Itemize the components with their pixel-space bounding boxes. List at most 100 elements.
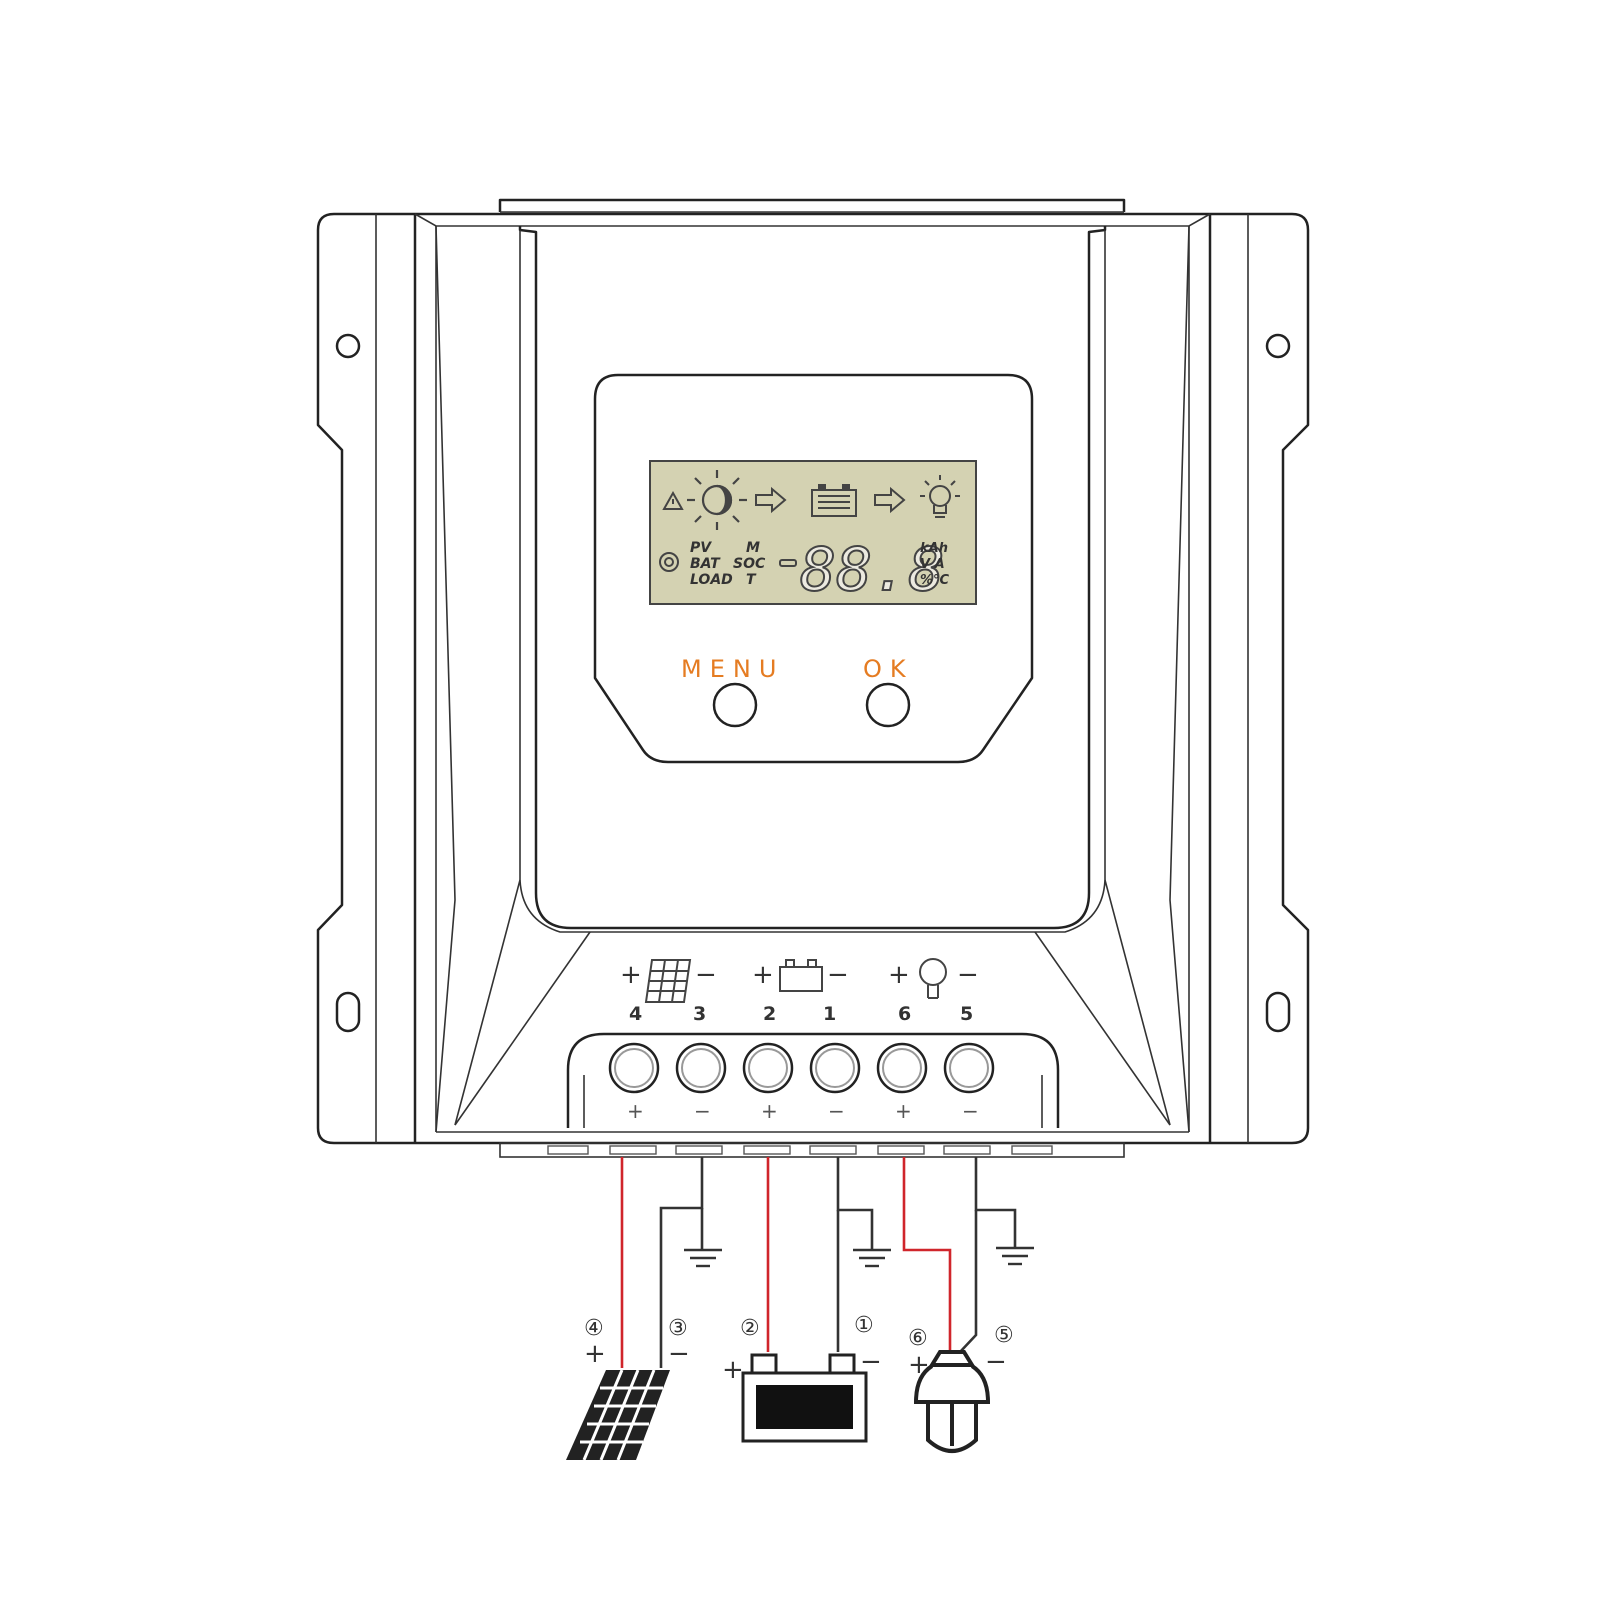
wiring (620, 1157, 1017, 1368)
svg-text:+: + (752, 960, 774, 990)
solar-plus-number: ④ (584, 1316, 604, 1341)
lcd-sub-soc: SOC (733, 556, 766, 572)
lamp-plus-number: ⑥ (908, 1326, 928, 1351)
terminal-polarity-mark: − (828, 1099, 845, 1123)
terminal-screw-3[interactable] (742, 1042, 794, 1094)
lcd-sub-m: M (746, 540, 760, 556)
svg-text:6: 6 (898, 1003, 911, 1025)
solar-panel-icon (566, 1369, 670, 1461)
terminal-screw-6[interactable] (943, 1042, 995, 1094)
svg-text:4: 4 (629, 1003, 642, 1025)
battery-minus-sign: − (860, 1347, 882, 1377)
terminal-screw-4[interactable] (809, 1042, 861, 1094)
lamp-icon (913, 1350, 991, 1453)
terminal-polarity-mark: + (895, 1099, 912, 1123)
solar-panel-icon (644, 959, 692, 1003)
rail-slot (675, 1145, 723, 1155)
menu-button[interactable] (712, 682, 758, 728)
terminal-polarity-mark: − (694, 1099, 711, 1123)
terminal-screw-ring (748, 1048, 788, 1088)
lcd-reading: 88.8 (800, 535, 945, 605)
rail-slot (609, 1145, 657, 1155)
right-mounting-flange (1210, 212, 1310, 1145)
svg-text:−: − (957, 960, 979, 990)
ok-button-label: OK (863, 655, 914, 683)
top-rail (498, 198, 1126, 212)
terminal-polarity-mark: + (761, 1099, 778, 1123)
terminal-screw-ring (949, 1048, 989, 1088)
battery-icon (741, 1353, 868, 1443)
terminal-screw-ring (815, 1048, 855, 1088)
battery-minus-number: ① (854, 1313, 874, 1338)
battery-plus-sign: + (722, 1355, 744, 1385)
svg-text:+: + (888, 960, 910, 990)
menu-button-label: MENU (681, 655, 784, 683)
rail-slot (877, 1145, 925, 1155)
lcd-mode-load: LOAD (690, 572, 733, 588)
terminal-polarity-mark: − (962, 1099, 979, 1123)
svg-text:−: − (827, 960, 849, 990)
ok-button[interactable] (865, 682, 911, 728)
svg-text:5: 5 (960, 1003, 973, 1025)
lcd-unit-kah: kAh (920, 541, 948, 556)
solar-minus-sign: − (668, 1339, 690, 1369)
svg-text:1: 1 (823, 1003, 836, 1025)
lcd-sub-t: T (746, 572, 757, 588)
rail-slot (1011, 1145, 1053, 1155)
svg-text:−: − (695, 960, 717, 990)
svg-text:+: + (620, 960, 642, 990)
solar-minus-number: ③ (668, 1316, 688, 1341)
lcd-unit-va: V A (920, 557, 945, 572)
terminal-screw-ring (882, 1048, 922, 1088)
ground-icon (996, 1246, 1034, 1266)
terminal-screw-2[interactable] (675, 1042, 727, 1094)
svg-text:3: 3 (693, 1003, 706, 1025)
warning-icon (662, 490, 684, 510)
solar-negative-wire (659, 1157, 704, 1368)
display-bezel (593, 373, 1034, 764)
terminal-polarity-mark: + (627, 1099, 644, 1123)
lamp-negative-wire (974, 1157, 1017, 1248)
battery-plus-number: ② (740, 1316, 760, 1341)
terminal-screw-ring (614, 1048, 654, 1088)
svg-text:2: 2 (763, 1003, 776, 1025)
rail-slot (809, 1145, 857, 1155)
battery-display-icon (811, 484, 857, 517)
left-top-mount-hole (335, 333, 361, 359)
lcd-minus-segment (779, 559, 797, 567)
solar-plus-sign: + (584, 1339, 606, 1369)
rail-slot (743, 1145, 791, 1155)
sun-moon-icon (687, 470, 747, 530)
lamp-plus-sign: + (908, 1350, 930, 1380)
bottom-rail (499, 1142, 1125, 1158)
left-bottom-mount-slot (335, 991, 361, 1033)
right-bottom-mount-slot (1265, 991, 1291, 1033)
terminal-screw-ring (681, 1048, 721, 1088)
lcd-unit-pct-c: %°C (920, 573, 950, 588)
arrow-right-icon (755, 486, 787, 514)
terminal-block (566, 1032, 1060, 1128)
arrow-right-icon (874, 486, 906, 514)
load-bulb-icon (920, 475, 960, 518)
terminal-screw-1[interactable] (608, 1042, 660, 1094)
ground-icon (684, 1248, 722, 1268)
left-mounting-flange (316, 212, 415, 1145)
bulb-icon (919, 958, 947, 999)
terminal-group-load: + − 6 5 (888, 958, 979, 1025)
settings-gear-icon (659, 552, 679, 572)
lcd-screen (649, 460, 977, 605)
lamp-minus-sign: − (985, 1347, 1007, 1377)
lcd-mode-pv: PV (690, 540, 712, 556)
battery-negative-wire (836, 1157, 874, 1250)
lcd-mode-bat: BAT (690, 556, 721, 572)
terminal-screw-5[interactable] (876, 1042, 928, 1094)
rail-slot (943, 1145, 991, 1155)
rail-slot (547, 1145, 589, 1155)
lamp-minus-number: ⑤ (994, 1323, 1014, 1348)
lamp-positive-wire (902, 1157, 952, 1350)
terminal-group-battery: + − 2 1 (752, 959, 849, 1025)
battery-icon (779, 959, 823, 992)
center-plate (518, 226, 1107, 930)
right-top-mount-hole (1265, 333, 1291, 359)
